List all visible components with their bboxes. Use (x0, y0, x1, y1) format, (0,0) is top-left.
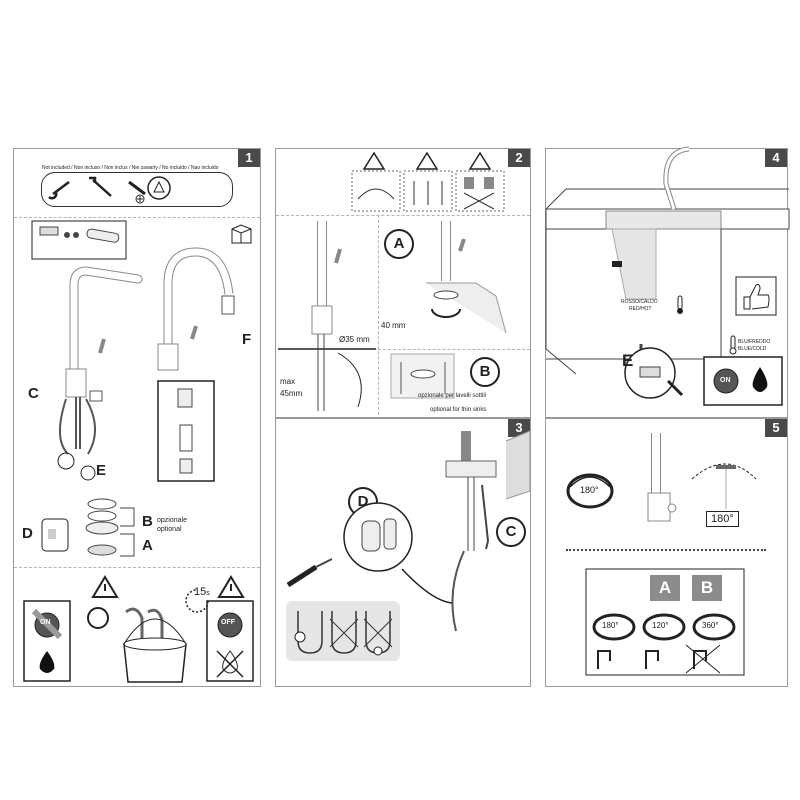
panel-step-5: 5 180° 180° A B 180° 120° 360° (545, 418, 788, 687)
install-left-illustration (278, 221, 376, 411)
faucet-right (157, 247, 235, 371)
divider (14, 217, 260, 218)
label-c: C (496, 517, 526, 547)
label-c: C (28, 385, 39, 402)
step-number: 3 (508, 419, 530, 437)
rotation-label-left: 180° (580, 485, 599, 495)
timer-arc (185, 589, 209, 613)
height-40-label: 40 mm (381, 321, 406, 330)
rotation-label-right-text: 180° (711, 513, 734, 525)
hot-label-en: RED/HOT (629, 306, 652, 312)
off-no-water-icon (206, 600, 254, 682)
divider (378, 215, 379, 415)
divider (14, 567, 260, 568)
max-value: 45mm (280, 389, 303, 398)
thin-sink-it: opzionale per lavelli sottili (418, 393, 487, 399)
on-text: ON (40, 619, 51, 626)
max-label: max (280, 377, 296, 386)
degree-360: 360° (702, 621, 719, 630)
d-part (41, 518, 69, 552)
hose-connect-illustration (445, 430, 531, 632)
spout-rotation (691, 463, 757, 509)
sink-cabinet-illustration (545, 146, 790, 375)
thin-sink-illustration (390, 353, 455, 399)
option-b-tag: B (692, 575, 722, 601)
divider (378, 349, 530, 350)
step-number: 4 (765, 149, 787, 167)
divider (276, 215, 530, 216)
thermometer-hot-icon (677, 295, 683, 314)
install-a-illustration (426, 221, 507, 334)
not-included-text: Not included / Non incluso / Non inclus … (42, 165, 219, 171)
hose-end-circles (57, 452, 96, 481)
warning-icon (91, 575, 119, 598)
label-a: A (142, 537, 153, 554)
panel-step-3: 3 C D (275, 418, 531, 687)
hot-label-it: ROSSO/CALDO (621, 299, 658, 305)
label-d: D (22, 525, 33, 542)
thin-sink-en: optional for thin sinks (430, 407, 487, 413)
clip-detail-circle (343, 502, 453, 604)
screwdriver-icon (286, 558, 333, 588)
panel-step-1: 1 Not included / Non incluso / Non inclu… (13, 148, 261, 687)
hose-detail (31, 220, 127, 260)
step-number: 2 (508, 149, 530, 167)
on-water-icon (703, 356, 783, 406)
diameter-label: Ø35 mm (339, 335, 370, 344)
tools-box (41, 172, 233, 207)
on-text: ON (720, 377, 731, 384)
faucet-left (59, 266, 143, 455)
cold-label-it: BLU/FREDDO (738, 339, 771, 345)
tools-icons (48, 176, 171, 204)
thermometer-cold-icon (729, 335, 737, 355)
option-a-tag: A (650, 575, 680, 601)
timer-number: 15 (194, 586, 207, 598)
degree-180: 180° (602, 621, 619, 630)
timer-value: 15s (194, 586, 210, 598)
warning-icon (217, 575, 245, 598)
step-number: 1 (238, 149, 260, 167)
label-a: A (384, 229, 414, 259)
washers-stack (85, 498, 135, 557)
divider (566, 549, 766, 551)
faucet-side (647, 433, 677, 522)
warning-strip (351, 151, 505, 212)
off-text: OFF (221, 619, 235, 626)
on-disabled-icon (23, 600, 71, 682)
label-f: F (242, 331, 252, 348)
thumbs-up-icon (735, 276, 777, 316)
optional-text: optional (157, 526, 182, 533)
rotation-ring-left (566, 473, 614, 509)
panel-step-4: 4 ROSSO/CALDO RED/HOT BLU/FREDDO BLUE/CO… (545, 146, 790, 418)
label-e: E (96, 462, 107, 479)
box-icon (231, 224, 252, 244)
degree-120: 120° (652, 621, 669, 630)
opzionale-text: opzionale (157, 517, 187, 524)
label-e: E (622, 351, 634, 370)
clip-options-box (286, 601, 400, 661)
valve-detail-circle (624, 347, 684, 399)
rotation-label-right: 180° (706, 511, 739, 527)
detail-box-f (157, 380, 215, 482)
bucket-flush-illustration (87, 607, 187, 683)
label-b: B (470, 357, 500, 387)
label-b: B (142, 513, 153, 530)
cold-label-en: BLUE/COLD (738, 346, 767, 352)
step-number: 5 (765, 419, 787, 437)
panel-step-2: 2 Ø35 mm max 45mm A 40 mm (275, 148, 531, 418)
rotation-rings (592, 613, 736, 641)
timer-unit: s (206, 590, 210, 597)
